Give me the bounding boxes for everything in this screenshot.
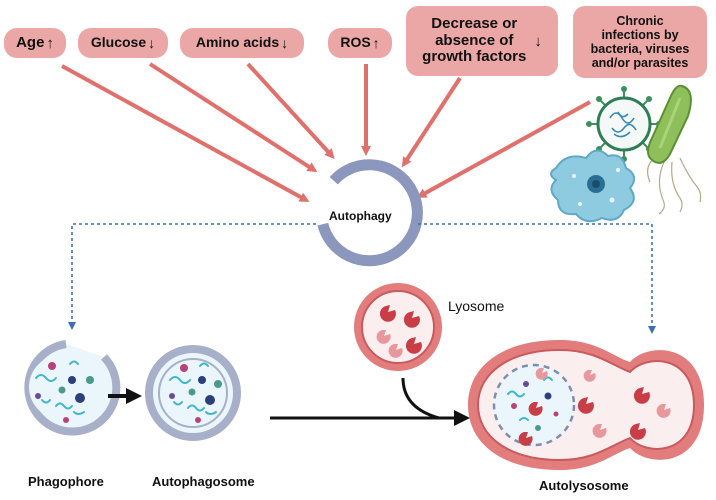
factor-glucose: Glucose ↓ xyxy=(78,28,168,58)
arrow-up-icon: ↑ xyxy=(372,35,380,51)
dotted-connectors xyxy=(68,223,656,334)
arrow-down-icon: ↓ xyxy=(148,35,156,51)
virus-icon xyxy=(586,86,662,162)
factor-glucose-label: Glucose xyxy=(90,34,147,51)
phagophore-label: Phagophore xyxy=(28,474,104,489)
arrow-down-icon: ↓ xyxy=(534,32,542,50)
growth-factors-arrow xyxy=(401,76,462,168)
lysosome xyxy=(354,283,442,371)
arrow-down-icon: ↓ xyxy=(281,35,289,51)
arrow-up-icon: ↑ xyxy=(46,34,54,52)
amoeba-icon xyxy=(550,149,636,223)
factor-age-label: Age xyxy=(16,33,45,51)
lysosome-label: Lyosome xyxy=(448,298,505,314)
amino-acids-arrow xyxy=(246,62,335,159)
factor-ros-label: ROS xyxy=(340,34,371,51)
factor-growth-factors: Decrease or absence of growth factors ↓ xyxy=(406,6,558,76)
factor-growth-factors-label: Decrease or absence of growth factors xyxy=(422,14,527,66)
autophagosome-label: Autophagosome xyxy=(152,474,255,489)
autophagosome xyxy=(145,345,241,441)
autophagy-ring xyxy=(317,159,423,267)
factor-infections: Chronic infections by bacteria, viruses … xyxy=(573,6,707,78)
autophagy-label: Autophagy xyxy=(329,209,392,223)
factor-arrows xyxy=(61,62,591,202)
factor-amino-acids: Amino acids ↓ xyxy=(180,28,304,58)
bacterium-icon xyxy=(647,84,702,215)
autolysosome-label: Autolysosome xyxy=(539,478,629,493)
factor-amino-acids-label: Amino acids xyxy=(195,34,280,51)
fusion-arrow xyxy=(270,377,470,426)
factor-age: Age ↑ xyxy=(4,28,66,58)
phagophore xyxy=(24,340,121,436)
factor-ros: ROS ↑ xyxy=(328,28,392,58)
infections-arrow xyxy=(416,100,591,198)
glucose-arrow xyxy=(148,62,318,173)
age-arrow xyxy=(61,64,310,202)
autolysosome xyxy=(468,340,704,470)
factor-infections-label: Chronic infections by bacteria, viruses … xyxy=(590,14,690,70)
